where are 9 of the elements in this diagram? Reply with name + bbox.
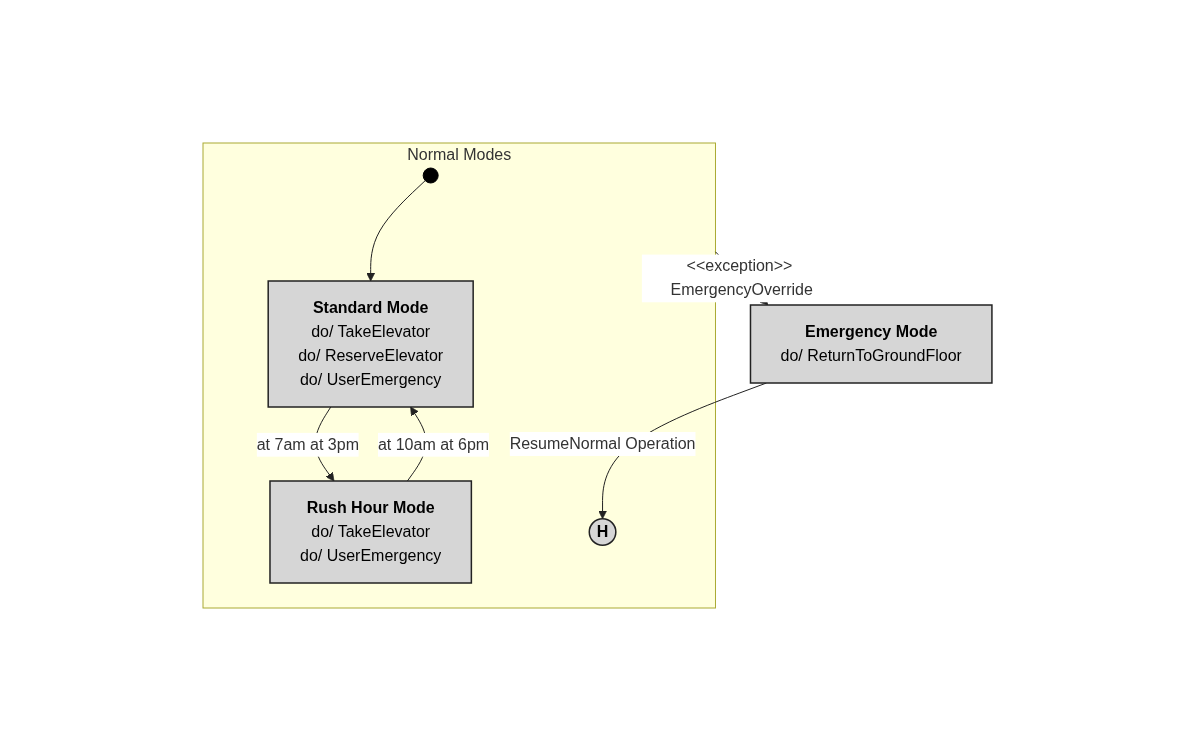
- node-box: Emergency Mode do/ ReturnToGroundFloor: [749, 304, 993, 384]
- arrow: [365, 180, 426, 282]
- edge-label: at 10am at 6pm: [377, 435, 489, 453]
- node-circle: [422, 167, 439, 184]
- node-box: Standard Mode do/ TakeElevator do/ ReserveElevator do/ UserEmergency: [266, 280, 474, 408]
- edge-label: at 7am at 3pm: [256, 435, 359, 453]
- edge-label: ResumeNormal Operation: [509, 435, 696, 452]
- node-circle: H: [588, 517, 617, 547]
- node-box: Rush Hour Mode do/ TakeElevator do/ UserEmergency: [268, 480, 472, 584]
